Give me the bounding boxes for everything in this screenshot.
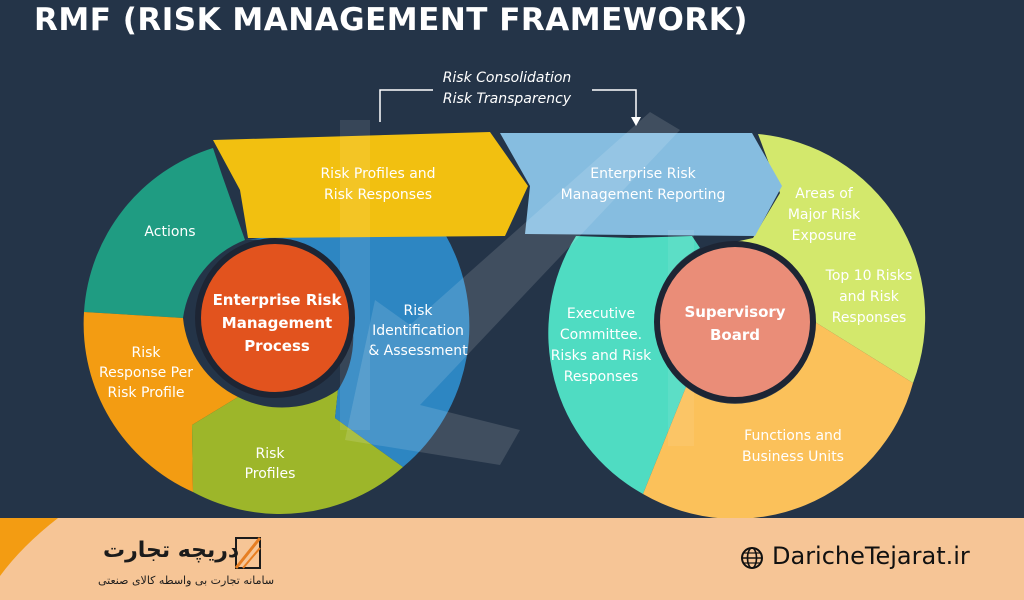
- globe-icon: [741, 547, 763, 569]
- identification-label-line: Identification: [372, 323, 464, 339]
- top10-label-line: and Risk: [839, 289, 900, 305]
- response-label-line: Response Per: [99, 365, 193, 381]
- identification-label-line: Risk: [403, 303, 433, 319]
- segment-areas-major-risk: [735, 134, 926, 383]
- watermark-arrow: [345, 112, 680, 465]
- profiles-label-line: Risk: [255, 446, 285, 462]
- arrow-reporting-label-line: Enterprise Risk: [590, 166, 696, 182]
- center-circle-right: [654, 241, 816, 403]
- areas-label-line: Major Risk: [788, 207, 861, 223]
- arrow-profiles-label-line: Risk Profiles and: [320, 166, 435, 182]
- segment-risk-response: [83, 312, 239, 492]
- executive-label-line: Risks and Risk: [551, 348, 652, 364]
- center-left-label-line: Enterprise Risk: [213, 291, 343, 309]
- areas-label-line: Exposure: [792, 228, 857, 244]
- segment-risk-identification: [245, 234, 470, 467]
- arrow-reporting-label-line: Management Reporting: [561, 187, 726, 203]
- footer-wave: [0, 518, 58, 576]
- response-label-line: Risk: [131, 345, 161, 361]
- segment-actions: [84, 148, 245, 318]
- consolidation-text: Risk Consolidation: [443, 70, 572, 86]
- watermark-bar-left: [340, 120, 370, 430]
- transparency-text: Risk Transparency: [443, 91, 572, 107]
- executive-label-line: Executive: [567, 306, 635, 322]
- executive-label-line: Responses: [564, 369, 639, 385]
- consolidation-bracket-right: [592, 89, 637, 118]
- consolidation-arrowhead: [631, 117, 641, 126]
- consolidation-bracket-left: [379, 89, 433, 122]
- executive-label-line: Committee.: [560, 327, 642, 343]
- brand-subtitle: سامانه تجارت بی واسطه کالای صنعتی: [98, 574, 275, 587]
- brand-logo-icon: [234, 537, 262, 569]
- actions-label-line: Actions: [144, 224, 195, 240]
- brand-name[interactable]: دریچه تجارت: [103, 538, 240, 563]
- response-label-line: Risk Profile: [108, 385, 185, 401]
- identification-label-line: & Assessment: [368, 343, 468, 359]
- functions-label-line: Functions and: [744, 428, 842, 444]
- actions-label: Actions: [144, 224, 195, 240]
- center-left-label-line: Management: [222, 314, 332, 332]
- segment-risk-profiles: [192, 390, 403, 514]
- arrow-risk-profiles: [213, 132, 528, 238]
- center-right-label-line: Board: [710, 326, 760, 344]
- center-right-label-line: Supervisory: [684, 303, 785, 321]
- arrow-risk-reporting: [500, 133, 782, 236]
- areas-label-line: Areas of: [795, 186, 854, 202]
- profiles-label-line: Profiles: [245, 466, 296, 482]
- segment-functions: [643, 322, 913, 519]
- functions-label-line: Business Units: [742, 449, 844, 465]
- footer: دریچه تجارت سامانه تجارت بی واسطه کالای …: [0, 518, 1024, 600]
- page-title: RMF (RISK MANAGEMENT FRAMEWORK): [34, 2, 748, 38]
- top10-label-line: Responses: [832, 310, 907, 326]
- segment-executive-committee: [548, 236, 700, 494]
- top10-label-line: Top 10 Risks: [825, 268, 913, 284]
- center-left-label-line: Process: [244, 337, 310, 355]
- center-circle-left: [195, 238, 355, 398]
- arrow-profiles-label-line: Risk Responses: [324, 187, 432, 203]
- site-link[interactable]: DaricheTejarat.ir: [772, 542, 970, 570]
